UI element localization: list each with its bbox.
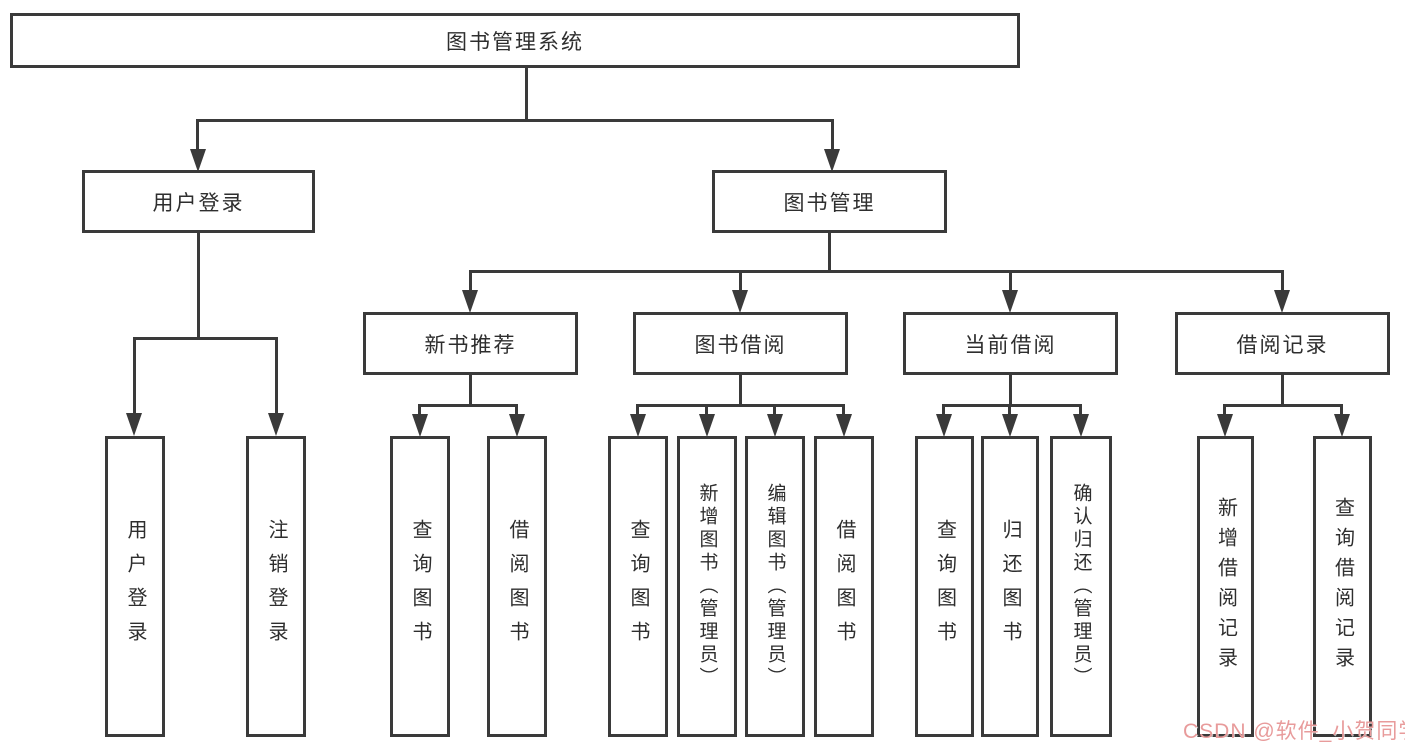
- node-label: 用户登录: [124, 518, 146, 655]
- edge-line: [1009, 270, 1012, 294]
- leaf-user-login: 用户登录: [105, 436, 165, 737]
- arrow-head-icon: [1217, 414, 1233, 437]
- arrow-head-icon: [824, 149, 840, 172]
- node-label: 借阅图书: [506, 518, 528, 655]
- edge-line: [942, 404, 1082, 407]
- arrow-head-icon: [630, 414, 646, 437]
- leaf-add-borrow-record: 新增借阅记录: [1197, 436, 1254, 737]
- node-library-system: 图书管理系统: [10, 13, 1020, 68]
- edge-line: [1340, 404, 1343, 416]
- edge-line: [418, 404, 518, 407]
- leaf-query-books-recommend: 查询图书: [390, 436, 450, 737]
- arrow-head-icon: [1334, 414, 1350, 437]
- leaf-query-borrow-record: 查询借阅记录: [1313, 436, 1372, 737]
- edge-line: [418, 404, 421, 416]
- arrow-head-icon: [1002, 414, 1018, 437]
- node-label: 查询图书: [409, 518, 431, 655]
- edge-line: [469, 270, 1284, 273]
- edge-line: [739, 375, 742, 407]
- edge-line: [1223, 404, 1226, 416]
- arrow-head-icon: [1073, 414, 1089, 437]
- node-label: 当前借阅: [964, 333, 1057, 357]
- edge-line: [469, 375, 472, 407]
- leaf-logout: 注销登录: [246, 436, 306, 737]
- leaf-edit-books-admin: 编辑图书（管理员）: [745, 436, 805, 737]
- leaf-add-books-admin: 新增图书（管理员）: [677, 436, 737, 737]
- edge-line: [942, 404, 945, 416]
- leaf-confirm-return-admin: 确认归还（管理员）: [1050, 436, 1112, 737]
- node-label: 借阅记录: [1236, 333, 1329, 357]
- arrow-head-icon: [836, 414, 852, 437]
- node-label: 借阅图书: [833, 518, 855, 655]
- edge-line: [515, 404, 518, 416]
- edge-line: [842, 404, 845, 416]
- node-label: 新增图书（管理员）: [696, 483, 718, 690]
- node-book-borrowing: 图书借阅: [633, 312, 848, 375]
- edge-line: [1009, 375, 1012, 407]
- edge-line: [739, 270, 742, 294]
- arrow-head-icon: [936, 414, 952, 437]
- edge-line: [1223, 404, 1343, 407]
- leaf-query-books-borrow: 查询图书: [608, 436, 668, 737]
- edge-line: [1008, 404, 1011, 416]
- node-label: 新书推荐: [424, 333, 517, 357]
- edge-line: [133, 337, 278, 340]
- node-new-book-recommendation: 新书推荐: [363, 312, 578, 375]
- edge-line: [469, 270, 472, 294]
- leaf-borrow-books-recommend: 借阅图书: [487, 436, 547, 737]
- arrow-head-icon: [767, 414, 783, 437]
- node-label: 用户登录: [152, 191, 245, 215]
- arrow-head-icon: [1274, 290, 1290, 313]
- edge-line: [1281, 375, 1284, 407]
- edge-line: [1079, 404, 1082, 416]
- edge-line: [196, 119, 199, 152]
- arrow-head-icon: [1002, 290, 1018, 313]
- edge-line: [197, 233, 200, 339]
- node-label: 图书管理: [783, 191, 876, 215]
- arrow-head-icon: [190, 149, 206, 172]
- arrow-head-icon: [509, 414, 525, 437]
- node-label: 确认归还（管理员）: [1070, 483, 1092, 690]
- edge-line: [133, 337, 136, 415]
- arrow-head-icon: [412, 414, 428, 437]
- node-label: 查询图书: [933, 518, 956, 655]
- node-user-login: 用户登录: [82, 170, 315, 233]
- node-current-borrowing: 当前借阅: [903, 312, 1118, 375]
- edge-line: [196, 119, 834, 122]
- csdn-watermark: CSDN @软件_小贺同学: [1183, 720, 1405, 743]
- edge-line: [636, 404, 845, 407]
- node-label: 注销登录: [265, 518, 287, 655]
- edge-line: [773, 404, 776, 416]
- node-label: 归还图书: [999, 518, 1021, 655]
- arrow-head-icon: [126, 413, 142, 436]
- edge-line: [828, 233, 831, 272]
- leaf-return-books: 归还图书: [981, 436, 1039, 737]
- node-label: 图书借阅: [694, 333, 787, 357]
- edge-line: [705, 404, 708, 416]
- arrow-head-icon: [732, 290, 748, 313]
- arrow-head-icon: [462, 290, 478, 313]
- node-label: 编辑图书（管理员）: [764, 483, 786, 690]
- node-label: 查询图书: [627, 518, 649, 655]
- node-label: 图书管理系统: [446, 30, 584, 54]
- node-book-management: 图书管理: [712, 170, 947, 233]
- edge-line: [831, 119, 834, 152]
- edge-line: [636, 404, 639, 416]
- edge-line: [525, 68, 528, 121]
- arrow-head-icon: [268, 413, 284, 436]
- leaf-borrow-books: 借阅图书: [814, 436, 874, 737]
- leaf-query-books-current: 查询图书: [915, 436, 974, 737]
- edge-line: [275, 337, 278, 415]
- node-label: 查询借阅记录: [1331, 496, 1354, 677]
- node-label: 新增借阅记录: [1214, 496, 1237, 677]
- node-borrowing-records: 借阅记录: [1175, 312, 1390, 375]
- arrow-head-icon: [699, 414, 715, 437]
- edge-line: [1281, 270, 1284, 294]
